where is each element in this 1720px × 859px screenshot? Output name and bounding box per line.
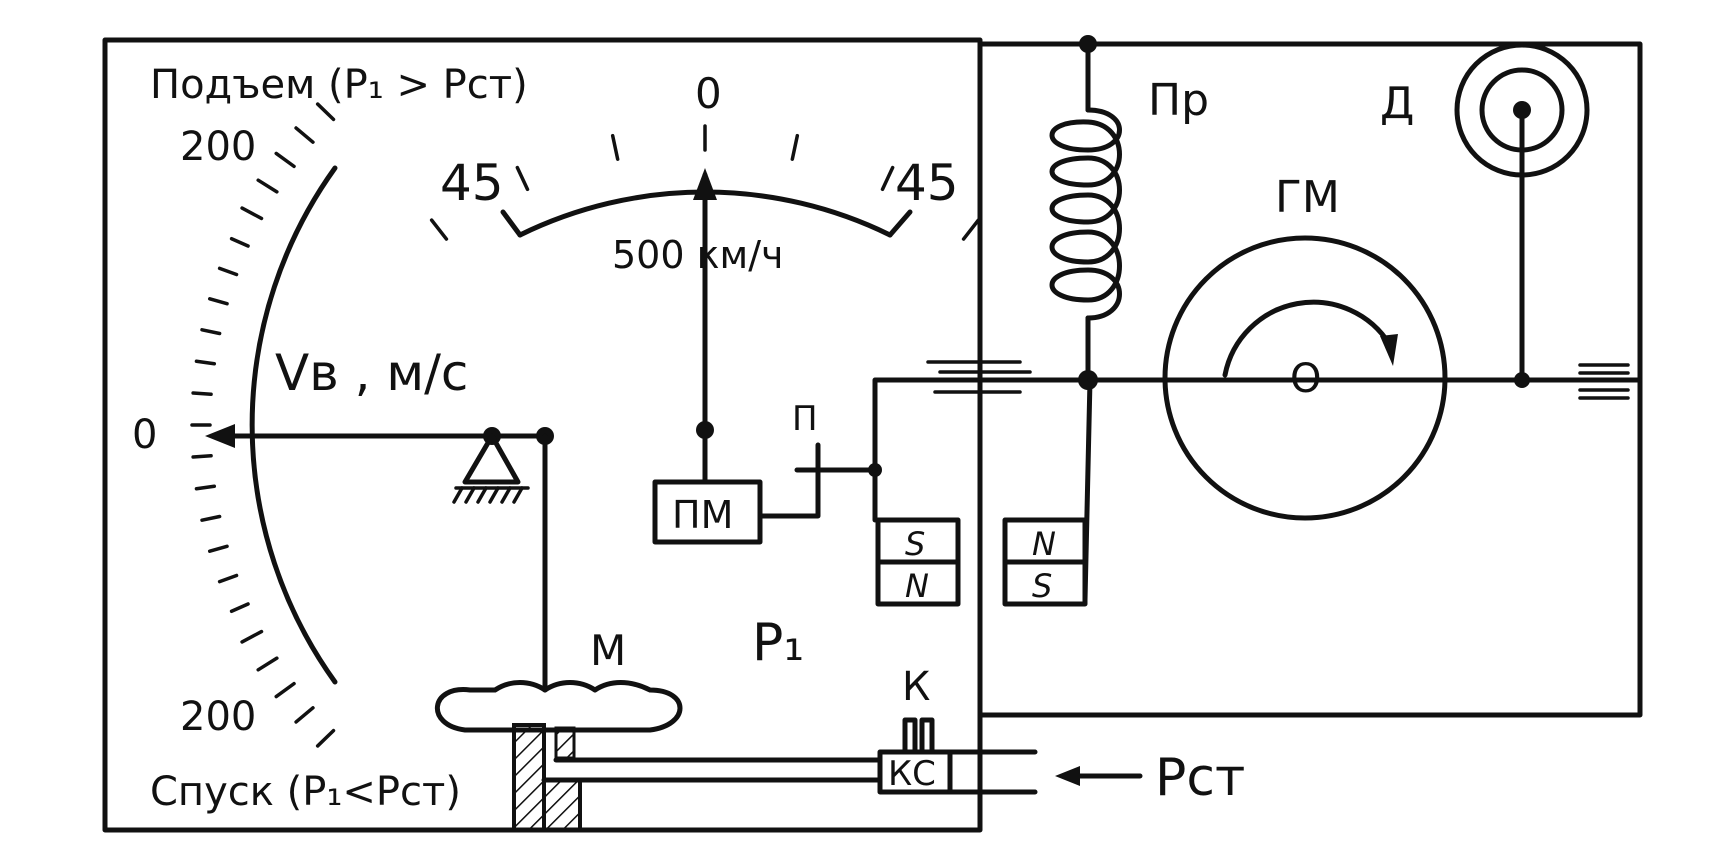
vertical-speed-tick bbox=[315, 102, 336, 122]
capsule-inlet bbox=[554, 726, 576, 760]
instrument-housing bbox=[102, 37, 983, 833]
gyro-rotor bbox=[1162, 235, 1448, 521]
vertical-speed-tick bbox=[194, 359, 217, 366]
pivot-support bbox=[462, 433, 521, 485]
vertical-speed-tick bbox=[217, 266, 239, 277]
vertical-speed-tick bbox=[240, 629, 264, 644]
spring-pr-anchor bbox=[1079, 35, 1097, 53]
rotor-rotation-arc bbox=[1222, 299, 1393, 378]
vertical-speed-tick bbox=[256, 178, 279, 194]
speed-label: 500 км/ч bbox=[612, 233, 783, 277]
vertical-speed-tick bbox=[315, 728, 336, 748]
turn-scale-tick bbox=[961, 218, 981, 241]
pr-label: Пр bbox=[1148, 75, 1209, 126]
vertical-speed-tick bbox=[229, 236, 250, 248]
vertical-speed-tick bbox=[240, 206, 264, 221]
magnet-left-s: S bbox=[905, 525, 925, 563]
magnet-right-s: S bbox=[1032, 567, 1052, 605]
vertical-speed-unit: Vв , м/с bbox=[275, 344, 468, 402]
vertical-speed-ticks bbox=[190, 102, 336, 748]
vertical-speed-tick bbox=[294, 706, 315, 724]
k-valve-right bbox=[919, 717, 935, 755]
spring-pr-coil bbox=[1049, 107, 1122, 321]
vertical-speed-tick bbox=[191, 391, 213, 397]
static-pressure-arrowhead bbox=[1055, 766, 1080, 786]
turn-scale-zero: 0 bbox=[695, 69, 722, 118]
descent-label: Спуск (P₁<Pст) bbox=[150, 769, 461, 815]
vertical-speed-scale-bottom: 200 bbox=[180, 694, 256, 740]
pm-link bbox=[757, 467, 821, 519]
turn-scale-left-end bbox=[500, 209, 523, 238]
pm-label: ПМ bbox=[672, 493, 733, 537]
turn-scale-right-end bbox=[887, 209, 913, 238]
turn-scale-tick bbox=[610, 133, 620, 161]
rotor-center: O bbox=[1290, 356, 1321, 402]
vertical-speed-scale-arc bbox=[249, 165, 338, 685]
damper-rod bbox=[872, 377, 1093, 473]
k-label: К bbox=[902, 664, 930, 710]
k-valve-left bbox=[902, 717, 918, 755]
magnet-right-link bbox=[1082, 377, 1093, 603]
p-label: П bbox=[792, 399, 818, 439]
vertical-speed-tick bbox=[274, 681, 296, 699]
left-bearing bbox=[926, 360, 1032, 394]
vertical-speed-tick bbox=[229, 602, 250, 614]
capsule-base-right bbox=[542, 778, 582, 832]
vertical-speed-tick bbox=[200, 328, 222, 336]
m-label: М bbox=[590, 626, 626, 675]
turn-scale-tick bbox=[790, 133, 800, 161]
vertical-speed-pointer-arrow bbox=[205, 424, 235, 448]
vertical-speed-tick bbox=[256, 656, 279, 672]
vertical-speed-tick bbox=[294, 126, 315, 144]
pivot-ground-hatch bbox=[452, 486, 530, 504]
turn-scale-tick bbox=[429, 218, 449, 241]
magnet-left-n: N bbox=[905, 567, 929, 605]
magnet-right-n: N bbox=[1032, 525, 1056, 563]
turn-scale-right: 45 bbox=[895, 154, 959, 212]
vertical-speed-scale-zero: 0 bbox=[132, 412, 157, 458]
vertical-speed-tick bbox=[194, 484, 217, 491]
vertical-speed-tick bbox=[274, 151, 296, 169]
p1-label: P₁ bbox=[752, 613, 804, 673]
vertical-speed-scale-top: 200 bbox=[180, 124, 256, 170]
turn-scale-left: 45 bbox=[440, 154, 504, 212]
vertical-speed-tick bbox=[217, 573, 239, 584]
rotor-rotation-arrow bbox=[1380, 334, 1398, 366]
membrane-m bbox=[434, 680, 683, 733]
magnet-left-bottom bbox=[875, 559, 961, 607]
pm-block bbox=[652, 479, 763, 545]
rise-label: Подъем (P₁ > Pст) bbox=[150, 62, 528, 108]
right-bearing bbox=[1578, 363, 1630, 400]
turn-scale-ticks bbox=[429, 124, 981, 241]
gm-label: ГМ bbox=[1275, 172, 1340, 223]
motor-d-joint bbox=[1514, 372, 1530, 388]
p-st-label: Pст bbox=[1155, 748, 1245, 808]
vertical-speed-tick bbox=[191, 453, 213, 459]
capsule-base-left bbox=[512, 723, 546, 832]
turn-scale-tick bbox=[880, 165, 895, 192]
ks-label: КС bbox=[888, 754, 936, 794]
vertical-speed-tick bbox=[207, 544, 229, 553]
vertical-speed-tick bbox=[200, 514, 222, 522]
d-label: Д bbox=[1380, 78, 1414, 129]
turn-pointer-arrow bbox=[693, 168, 717, 200]
turn-scale-tick bbox=[515, 165, 530, 192]
vertical-speed-tick bbox=[207, 297, 229, 306]
